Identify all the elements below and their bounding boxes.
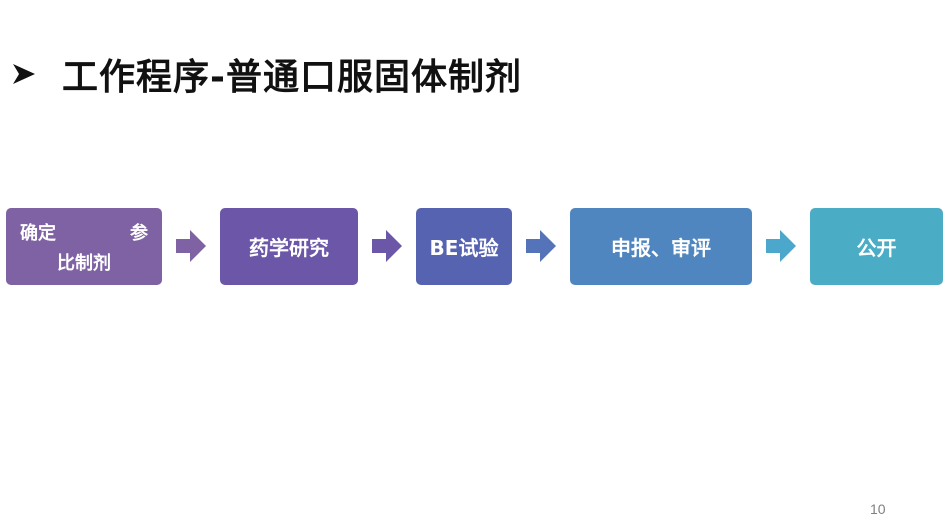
chevron-right-arrow-icon <box>766 230 796 262</box>
chevron-right-arrow-icon <box>526 230 556 262</box>
flow-step-1-text-left: 确定 <box>20 222 56 244</box>
flow-step-publication: 公开 <box>810 208 943 285</box>
flow-step-2-label: 药学研究 <box>249 236 329 260</box>
flow-step-reference-drug: 确定 参 比制剂 <box>6 208 162 285</box>
arrowhead-bullet-icon <box>8 54 40 94</box>
chevron-right-arrow-icon <box>176 230 206 262</box>
flow-step-4-label: 申报、审评 <box>611 236 711 260</box>
flow-step-be-trial: BE试验 <box>416 208 512 285</box>
flow-step-1-text-line2: 比制剂 <box>57 252 111 274</box>
flow-step-1-text-right: 参 <box>130 222 148 244</box>
flow-step-3-label: BE试验 <box>429 236 499 260</box>
page-number: 10 <box>870 501 886 517</box>
flow-step-submission-review: 申报、审评 <box>570 208 752 285</box>
flow-step-5-label: 公开 <box>856 236 897 260</box>
flow-step-pharma-research: 药学研究 <box>220 208 358 285</box>
slide-title: 工作程序-普通口服固体制剂 <box>62 57 522 98</box>
chevron-right-arrow-icon <box>372 230 402 262</box>
title-row: 工作程序-普通口服固体制剂 <box>8 50 522 98</box>
